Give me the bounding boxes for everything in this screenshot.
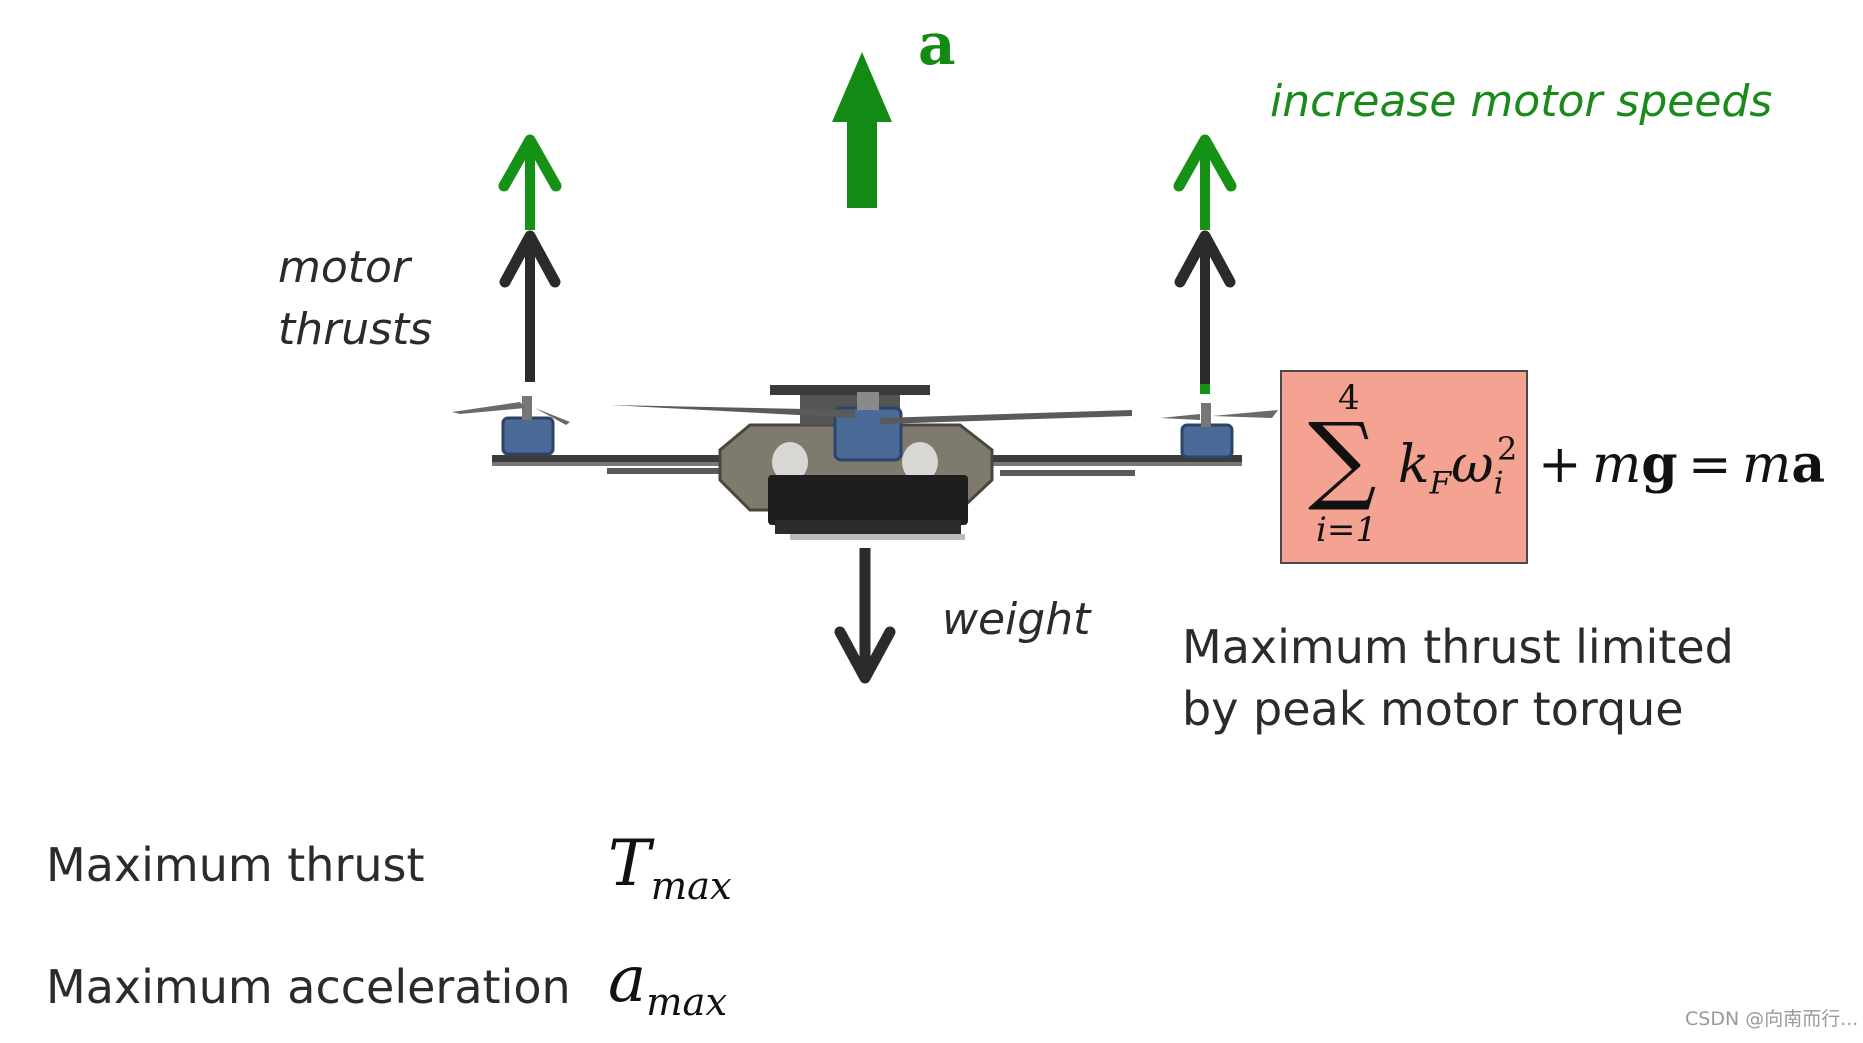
omega-symbol: ω — [1451, 435, 1494, 495]
thrust-limit-note-line2: by peak motor torque — [1182, 682, 1684, 736]
thrust-sum-highlight-box — [1280, 370, 1528, 564]
left-motor-thrust-increase-arrow — [498, 134, 562, 230]
max-subscript: max — [650, 863, 732, 909]
a-symbol: a — [608, 943, 647, 1017]
definition-label-max-thrust: Maximum thrust — [46, 838, 425, 892]
k-subscript: F — [1429, 465, 1452, 502]
watermark: CSDN @向南而行... — [1685, 1008, 1859, 1030]
right-motor-thrust-increase-arrow — [1173, 134, 1237, 394]
right-motor-thrust-arrow — [1174, 230, 1236, 384]
mass-symbol: m — [1591, 435, 1642, 495]
thrust-term: kFωi — [1398, 430, 1504, 518]
equals-symbol: = — [1688, 435, 1732, 495]
k-symbol: k — [1398, 435, 1430, 495]
quadrotor-drone — [452, 385, 1278, 540]
definition-symbol-max-acceleration: amax — [608, 940, 727, 1043]
sum-upper-limit: 4 — [1338, 378, 1360, 418]
max-subscript-a: max — [646, 979, 728, 1025]
acceleration-vector-symbol: a — [1791, 434, 1826, 495]
equation-rest: + mg = ma — [1538, 430, 1825, 500]
sum-lower-limit: i=1 — [1316, 510, 1377, 550]
t-symbol: T — [608, 827, 651, 901]
motor-thrusts-label-line1: motor — [278, 242, 411, 293]
increase-motor-speeds-label: increase motor speeds — [1270, 76, 1773, 127]
mass-symbol-rhs: m — [1742, 435, 1792, 495]
weight-label: weight — [942, 594, 1091, 645]
acceleration-arrow — [832, 52, 892, 208]
plus-symbol: + — [1538, 435, 1582, 495]
acceleration-symbol: a — [918, 10, 956, 78]
definition-symbol-max-thrust: Tmax — [608, 824, 732, 927]
left-motor-thrust-arrow — [499, 230, 561, 382]
sum-symbol: ∑ — [1308, 402, 1377, 514]
omega-subscript: i — [1493, 465, 1504, 502]
thrust-limit-note-line1: Maximum thrust limited — [1182, 620, 1734, 674]
omega-superscript: 2 — [1497, 430, 1518, 468]
motor-thrusts-label-line2: thrusts — [278, 304, 433, 355]
weight-arrow — [834, 548, 896, 684]
definition-label-max-acceleration: Maximum acceleration — [46, 960, 571, 1014]
gravity-vector-symbol: g — [1641, 434, 1678, 495]
